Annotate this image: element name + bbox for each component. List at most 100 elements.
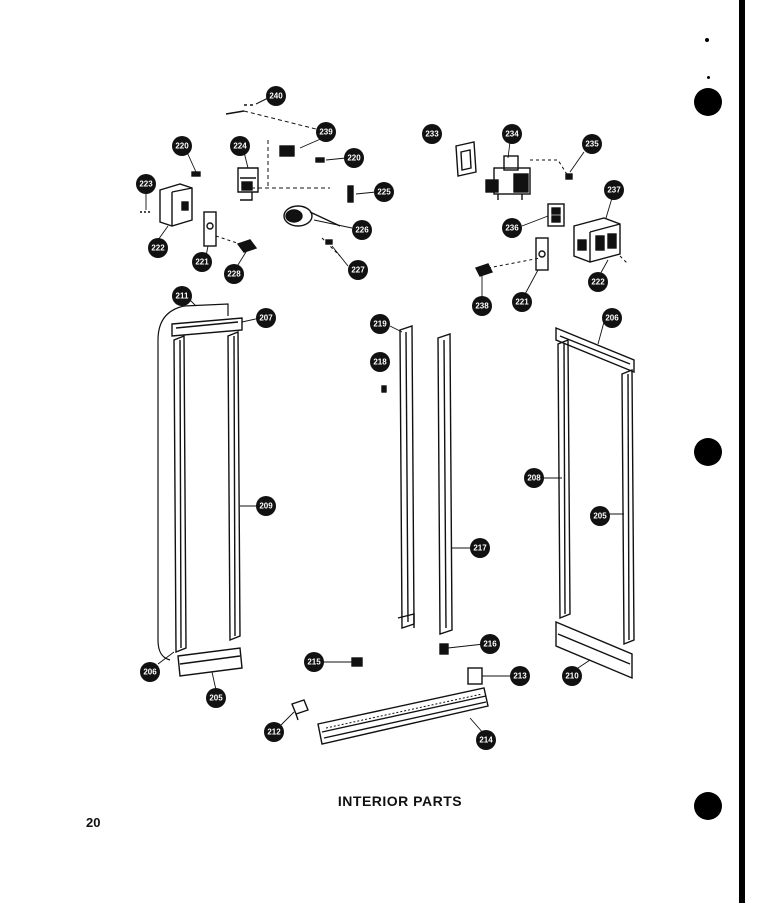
clip-216 [439, 643, 449, 655]
callout-219: 219 [370, 314, 390, 334]
svg-text:233: 233 [425, 130, 439, 139]
dash-line-right [487, 255, 629, 269]
svg-text:235: 235 [585, 140, 599, 149]
grille-214 [317, 687, 489, 745]
callout-238: 238 [472, 296, 492, 316]
pin-225 [347, 185, 354, 203]
plate-221-left [203, 211, 217, 247]
callout-218: 218 [370, 352, 390, 372]
binder-hole-top [694, 88, 722, 116]
svg-text:219: 219 [373, 320, 387, 329]
screw-240 [225, 104, 256, 115]
callout-228-left: 228 [224, 264, 244, 284]
callout-221-right: 221 [512, 292, 532, 312]
label-213 [467, 667, 483, 685]
svg-text:216: 216 [483, 640, 497, 649]
callout-221-left: 221 [192, 252, 212, 272]
svg-text:205: 205 [209, 694, 223, 703]
svg-text:218: 218 [373, 358, 387, 367]
callout-237: 237 [604, 180, 624, 200]
breaker-206-top [555, 326, 635, 374]
svg-text:240: 240 [269, 92, 283, 101]
screw-218 [381, 385, 387, 393]
leader-lines [145, 133, 624, 735]
hinge-212 [291, 699, 309, 721]
cover-222-left [159, 183, 193, 227]
callout-210: 210 [562, 666, 582, 686]
callout-224: 224 [230, 136, 250, 156]
callout-222-right: 222 [588, 272, 608, 292]
leader-240 [255, 97, 269, 105]
svg-text:221: 221 [195, 258, 209, 267]
thermostat-226 [283, 205, 341, 227]
gasket-233 [455, 141, 477, 177]
breaker-209-left-strip [173, 334, 187, 654]
callout-227: 227 [348, 260, 368, 280]
svg-text:209: 209 [259, 502, 273, 511]
callout-216: 216 [480, 634, 500, 654]
callout-214: 214 [476, 730, 496, 750]
callout-205-right: 205 [590, 506, 610, 526]
callout-236: 236 [502, 218, 522, 238]
callout-213: 213 [510, 666, 530, 686]
callout-206: 206 [602, 308, 622, 328]
plug-215 [351, 657, 363, 667]
callout-208: 208 [524, 468, 544, 488]
callout-225: 225 [374, 182, 394, 202]
svg-text:239: 239 [319, 128, 333, 137]
plate-221-right [535, 237, 549, 271]
page-binding-edge [739, 0, 745, 903]
trim-217 [437, 333, 453, 635]
svg-text:227: 227 [351, 266, 365, 275]
callout-207: 207 [256, 308, 276, 328]
page-number: 20 [86, 815, 101, 830]
screw-235 [530, 159, 573, 180]
callout-222-left: 222 [148, 238, 168, 258]
svg-text:228: 228 [227, 270, 241, 279]
speck-1 [705, 38, 709, 42]
callout-206-left: 206 [140, 662, 160, 682]
clip-228-left [215, 235, 258, 253]
svg-text:207: 207 [259, 314, 273, 323]
svg-text:217: 217 [473, 544, 487, 553]
callout-234: 234 [502, 124, 522, 144]
svg-text:213: 213 [513, 672, 527, 681]
binder-hole-middle [694, 438, 722, 466]
screw-227 [321, 237, 341, 257]
callout-211: 211 [172, 286, 192, 306]
breaker-209-right-strip [227, 330, 241, 642]
callout-239: 239 [316, 122, 336, 142]
svg-text:222: 222 [591, 278, 605, 287]
svg-text:206: 206 [143, 668, 157, 677]
spring-239 [279, 145, 295, 157]
svg-text:223: 223 [139, 180, 153, 189]
valve-234 [485, 155, 531, 200]
diagram-caption: INTERIOR PARTS [337, 793, 463, 809]
svg-text:211: 211 [176, 292, 189, 301]
callout-220-left: 220 [172, 136, 192, 156]
svg-text:226: 226 [355, 226, 369, 235]
breaker-210-bottom [555, 620, 633, 680]
svg-text:214: 214 [479, 736, 493, 745]
callout-215: 215 [304, 652, 324, 672]
callout-226: 226 [352, 220, 372, 240]
binder-hole-bottom [694, 792, 722, 820]
breaker-207 [171, 317, 243, 337]
bracket-236 [547, 203, 565, 227]
svg-text:212: 212 [267, 728, 281, 737]
callout-205-bottom: 205 [206, 688, 226, 708]
svg-text:234: 234 [505, 130, 519, 139]
svg-text:222: 222 [151, 244, 165, 253]
svg-text:208: 208 [527, 474, 541, 483]
cover-237 [573, 217, 621, 263]
svg-text:236: 236 [505, 224, 519, 233]
breaker-205-bottom [177, 647, 243, 677]
wire-211 [157, 303, 229, 661]
screw-220-top [315, 157, 325, 163]
svg-text:238: 238 [475, 302, 489, 311]
breaker-208-right [557, 338, 571, 620]
trim-219 [397, 325, 415, 629]
callout-240: 240 [266, 86, 286, 106]
clip-238 [475, 263, 493, 277]
callout-212: 212 [264, 722, 284, 742]
